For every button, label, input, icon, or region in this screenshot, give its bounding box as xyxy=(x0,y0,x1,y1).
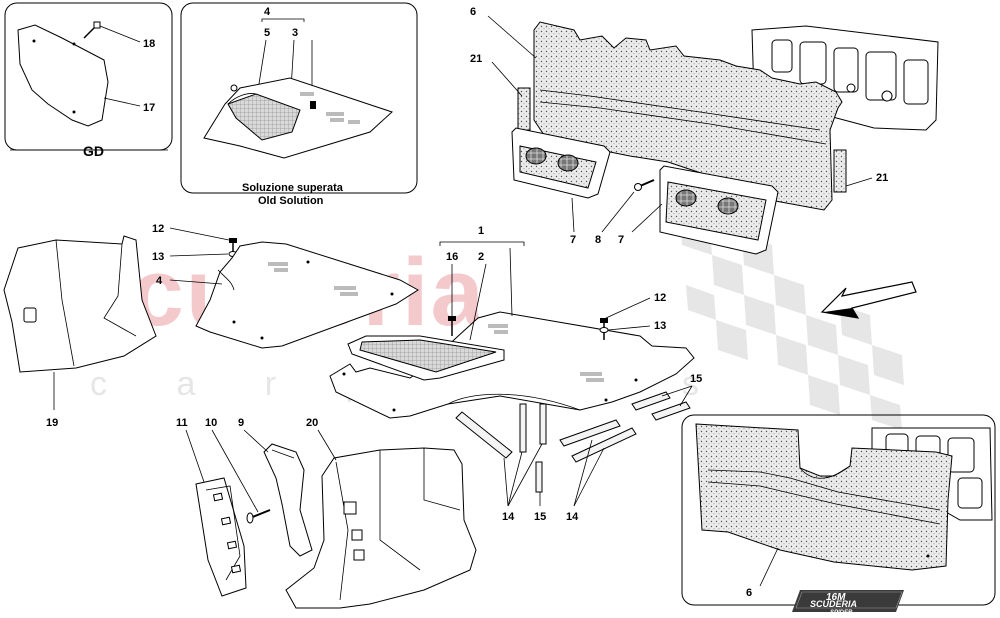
old-solution-caption-it: Soluzione superata xyxy=(242,182,344,194)
label-14-a: 14 xyxy=(502,511,515,523)
screw-16 xyxy=(448,316,456,336)
16m-scuderia-spider-logo: 16M SCUDERIA SPIDER xyxy=(792,590,904,616)
label-4-inset: 4 xyxy=(264,6,271,18)
label-16: 16 xyxy=(446,251,458,263)
label-15-bottom: 15 xyxy=(534,511,546,523)
gd-caption: GD xyxy=(83,143,104,159)
checkered-flag xyxy=(680,215,904,430)
label-19: 19 xyxy=(46,417,58,429)
inset-gd-frame xyxy=(4,2,173,151)
vent-cover-7-left xyxy=(511,127,611,199)
label-13-left: 13 xyxy=(152,251,164,263)
washer-13-right xyxy=(599,327,609,333)
label-21-left: 21 xyxy=(470,53,482,65)
svg-text:SPIDER: SPIDER xyxy=(830,610,853,616)
insulation-panel-6-inset xyxy=(695,423,953,571)
label-12-left: 12 xyxy=(152,223,164,235)
svg-text:16M: 16M xyxy=(826,592,846,603)
vent-cover-7-right xyxy=(659,165,779,255)
screw-18 xyxy=(83,21,101,39)
label-7-left: 7 xyxy=(570,234,576,246)
label-20: 20 xyxy=(306,417,318,429)
insulation-panel-6-top xyxy=(533,21,843,211)
old-solution-caption-en: Old Solution xyxy=(258,195,324,207)
trim-piece-9 xyxy=(263,443,313,557)
label-8: 8 xyxy=(595,234,601,246)
label-10: 10 xyxy=(205,417,217,429)
felt-strip-21-left xyxy=(517,87,531,131)
label-3-inset: 3 xyxy=(292,27,298,39)
floor-mat-4 xyxy=(195,241,419,349)
inset-old-solution-frame xyxy=(180,2,418,194)
felt-strips-14 xyxy=(455,403,637,463)
svg-text:SCUDERIA: SCUDERIA xyxy=(810,599,857,609)
label-9: 9 xyxy=(238,417,244,429)
label-21-right: 21 xyxy=(876,172,888,184)
label-4-mid: 4 xyxy=(156,275,163,287)
heel-pad-2 xyxy=(347,335,505,381)
side-panel-17 xyxy=(17,24,109,127)
label-6-bottom: 6 xyxy=(746,587,752,599)
bracket-11 xyxy=(195,477,247,597)
label-14-b: 14 xyxy=(566,511,579,523)
label-6-top: 6 xyxy=(470,6,476,18)
label-12-right: 12 xyxy=(654,292,666,304)
side-trim-20 xyxy=(285,447,477,609)
label-15-right: 15 xyxy=(690,373,702,385)
label-2: 2 xyxy=(478,251,484,263)
fastener-10 xyxy=(246,509,271,524)
label-11: 11 xyxy=(176,417,188,429)
label-1: 1 xyxy=(478,225,484,237)
felt-strip-21-right xyxy=(833,149,847,193)
label-7-right: 7 xyxy=(618,234,624,246)
felt-strips-15 xyxy=(535,391,691,493)
label-13-right: 13 xyxy=(654,320,666,332)
floor-mat-old xyxy=(203,77,393,159)
floor-mat-1 xyxy=(329,311,695,419)
label-17: 17 xyxy=(143,102,155,114)
screw-8 xyxy=(634,179,655,191)
label-5-inset: 5 xyxy=(264,27,270,39)
label-18: 18 xyxy=(143,38,155,50)
side-trim-19 xyxy=(3,235,157,373)
